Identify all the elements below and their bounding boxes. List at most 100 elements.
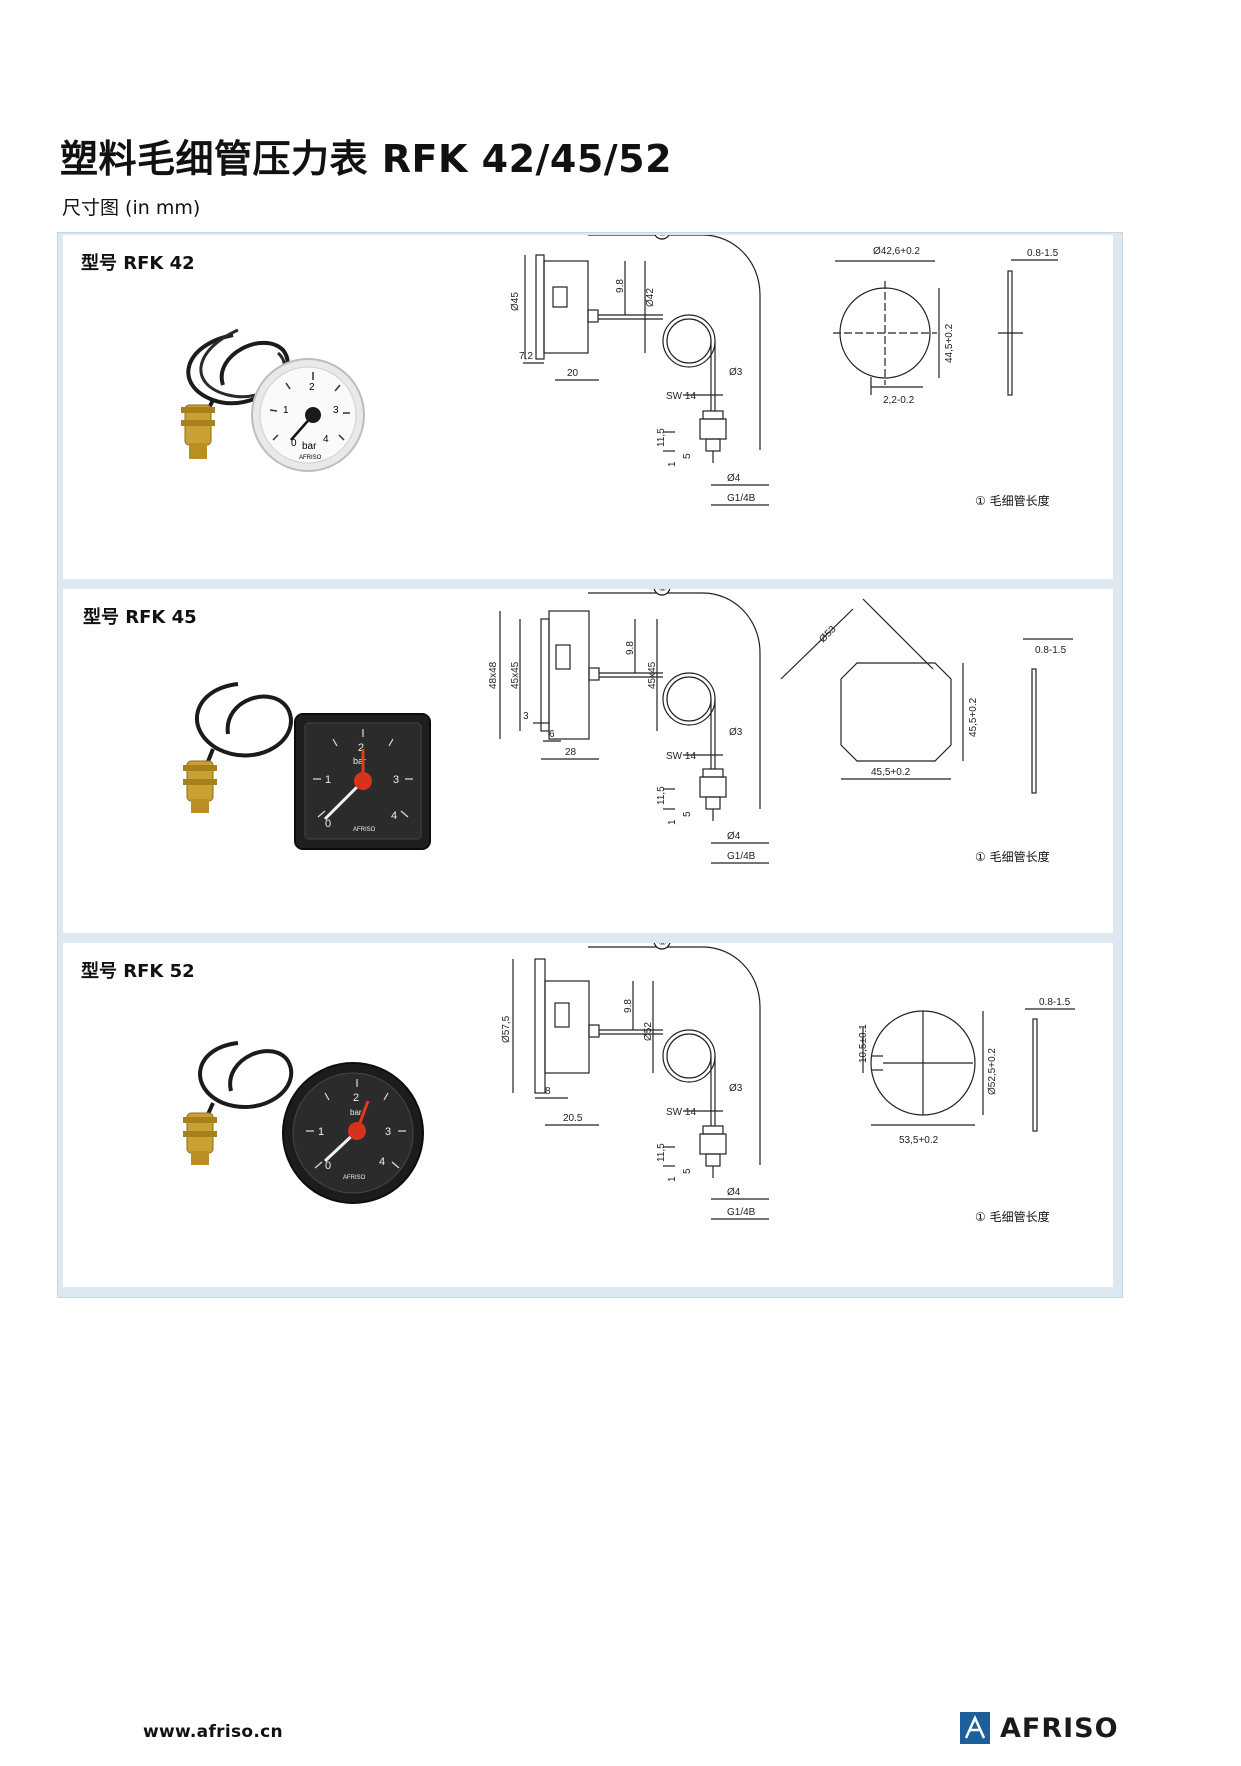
rfk42-product-image: 0 1 2 3 4 bar AFRISO: [181, 328, 365, 472]
dim-label: Ø4: [727, 831, 741, 842]
dial-scale-label: 1: [325, 774, 331, 786]
dim-label: Ø53: [817, 624, 838, 645]
dim-label: 9.8: [623, 999, 634, 1013]
dial-scale-label: 0: [325, 1160, 331, 1172]
dim-label: G1/4B: [727, 493, 756, 504]
afriso-logo-mark-icon: [960, 1712, 990, 1744]
dim-label: Ø45: [510, 292, 521, 311]
dial-brand: AFRISO: [299, 455, 322, 461]
model-title: 型号 RFK 45: [83, 607, 197, 628]
dim-label: 10,5±0.1: [858, 1024, 869, 1063]
rfk45-drawing: 0 1 2 3 4 bar AFRISO: [183, 589, 1073, 864]
dim-label: 20.5: [563, 1113, 583, 1124]
dial-brand: AFRISO: [353, 827, 376, 833]
dim-label: SW 14: [666, 751, 696, 762]
dim-label: 7,2: [519, 351, 533, 362]
dial-brand: AFRISO: [343, 1175, 366, 1181]
rfk52-front-view: [862, 1008, 1075, 1132]
dial-scale-label: 4: [323, 434, 329, 445]
dim-label: Ø57,5: [501, 1015, 512, 1043]
dim-label: SW 14: [666, 1107, 696, 1118]
callout-marker: ①: [658, 589, 667, 594]
callout-marker: ①: [658, 943, 667, 948]
dial-unit: bar: [302, 441, 317, 452]
dim-label: 2,2-0.2: [883, 395, 915, 406]
dim-label: 28: [565, 747, 577, 758]
model-title: 型号 RFK 42: [81, 253, 195, 274]
dim-label: 53,5+0.2: [899, 1135, 939, 1146]
dial-scale-label: 2: [353, 1092, 359, 1104]
dial-scale-label: 3: [333, 405, 339, 416]
dim-label: 1: [667, 819, 678, 825]
dim-label: 11,5: [656, 786, 667, 805]
dial-scale-label: 1: [283, 405, 289, 416]
rfk45-front-view: [780, 598, 1073, 794]
dim-label: 5: [682, 1168, 693, 1174]
footer-url[interactable]: www.afriso.cn: [143, 1722, 283, 1742]
rfk52-drawing: 0 1 2 3 4 bar AFRISO: [183, 943, 1075, 1224]
dial-scale-label: 2: [358, 742, 364, 754]
dial-scale-label: 2: [309, 382, 315, 393]
model-panel-rfk52: 型号 RFK 52 0 1 2 3 4 bar: [63, 943, 1113, 1287]
rfk45-product-image: 0 1 2 3 4 bar AFRISO: [183, 682, 431, 850]
page-title: 塑料毛细管压力表 RFK 42/45/52: [60, 137, 673, 181]
dim-label: 1: [667, 1176, 678, 1182]
callout-marker: ①: [658, 235, 667, 239]
afriso-logo-text: AFRISO: [1000, 1713, 1119, 1744]
dim-label: Ø52,5+0.2: [987, 1048, 998, 1095]
dim-label: 9.8: [615, 279, 626, 293]
dim-label: 3: [523, 711, 529, 722]
rfk42-side-view: [523, 235, 769, 506]
dim-label: Ø4: [727, 1187, 741, 1198]
dim-label: 0.8-1.5: [1035, 645, 1067, 656]
capillary-length-note: ① 毛细管长度: [975, 1209, 1050, 1224]
dim-label: 11,5: [656, 1143, 667, 1162]
model-panel-rfk45: 型号 RFK 45 0 1 2 3 4 bar: [63, 589, 1113, 933]
dim-label: 45x45: [510, 661, 521, 689]
dim-label: 48x48: [488, 661, 499, 689]
dial-unit: bar: [353, 756, 366, 766]
dim-label: 1: [667, 461, 678, 467]
dim-label: Ø3: [729, 727, 743, 738]
dial-unit: bar: [350, 1108, 362, 1117]
afriso-logo: AFRISO: [960, 1712, 1130, 1748]
dim-label: 44,5+0.2: [944, 323, 955, 363]
dim-label: Ø3: [729, 367, 743, 378]
dim-label: 11,5: [656, 428, 667, 447]
dim-label: Ø4: [727, 473, 741, 484]
rfk45-side-view: [499, 592, 769, 864]
dim-label: 5: [682, 453, 693, 459]
dim-label: G1/4B: [727, 851, 756, 862]
dim-label: G1/4B: [727, 1207, 756, 1218]
rfk42-drawing: 0 1 2 3 4 bar AFRISO: [181, 235, 1059, 508]
dim-label: 0.8-1.5: [1027, 248, 1059, 259]
dim-label: 45,5+0.2: [968, 697, 979, 737]
page-subtitle: 尺寸图 (in mm): [62, 197, 201, 219]
dim-label: Ø42,6+0.2: [873, 246, 920, 257]
dim-label: 45,5+0.2: [871, 767, 911, 778]
dial-scale-label: 0: [325, 818, 331, 830]
dim-label: Ø52: [643, 1022, 654, 1041]
rfk52-side-view: [512, 946, 769, 1220]
dial-scale-label: 3: [385, 1126, 391, 1138]
capillary-length-note: ① 毛细管长度: [975, 493, 1050, 508]
dial-scale-label: 4: [379, 1156, 385, 1168]
dim-label: 0.8-1.5: [1039, 997, 1071, 1008]
dim-label: 20: [567, 368, 579, 379]
dial-scale-label: 1: [318, 1126, 324, 1138]
dial-scale-label: 0: [291, 438, 297, 449]
dim-label: 9.8: [625, 641, 636, 655]
dim-label: SW 14: [666, 391, 696, 402]
model-panel-rfk42: 型号 RFK 42 0 1 2 3 4 bar: [63, 235, 1113, 579]
dial-scale-label: 3: [393, 774, 399, 786]
dim-label: 8: [545, 1086, 551, 1097]
model-title: 型号 RFK 52: [81, 961, 195, 982]
dim-label: 45x45: [647, 661, 658, 689]
capillary-length-note: ① 毛细管长度: [975, 849, 1050, 864]
dial-scale-label: 4: [391, 810, 397, 822]
dim-label: Ø42: [645, 288, 656, 307]
dim-label: Ø3: [729, 1083, 743, 1094]
dim-label: 6: [549, 729, 555, 740]
rfk52-product-image: 0 1 2 3 4 bar AFRISO: [183, 1041, 424, 1204]
dim-label: 5: [682, 811, 693, 817]
